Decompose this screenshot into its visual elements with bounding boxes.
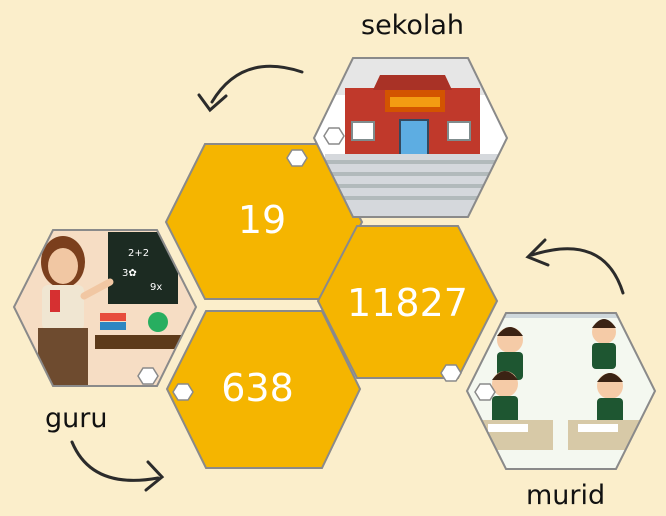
sekolah-count: 19 — [237, 198, 287, 242]
sekolah-label: sekolah — [361, 10, 465, 41]
students-hex-border — [465, 312, 657, 470]
arrow-icon-right — [525, 238, 625, 295]
arrow-icon-bottom — [70, 440, 165, 492]
connector-hex-3 — [137, 367, 159, 385]
connector-hex-2 — [323, 127, 345, 145]
connector-hex-1 — [286, 149, 308, 167]
connector-hex-5 — [440, 364, 462, 382]
guru-count: 638 — [221, 366, 294, 410]
guru-label: guru — [45, 403, 108, 434]
murid-count: 11827 — [347, 281, 468, 325]
arrow-icon-top — [197, 64, 304, 113]
murid-label: murid — [526, 480, 606, 511]
hex-guru-count — [165, 310, 362, 469]
connector-hex-4 — [172, 383, 194, 401]
teacher-image: 2+2 3✿ 9x — [14, 230, 196, 386]
teacher-hex-border — [12, 229, 198, 387]
school-hex-border — [312, 57, 509, 218]
svg-text:2+2: 2+2 — [128, 248, 149, 259]
svg-text:3✿: 3✿ — [122, 268, 137, 279]
svg-text:9x: 9x — [150, 282, 162, 293]
connector-hex-6 — [474, 383, 496, 401]
